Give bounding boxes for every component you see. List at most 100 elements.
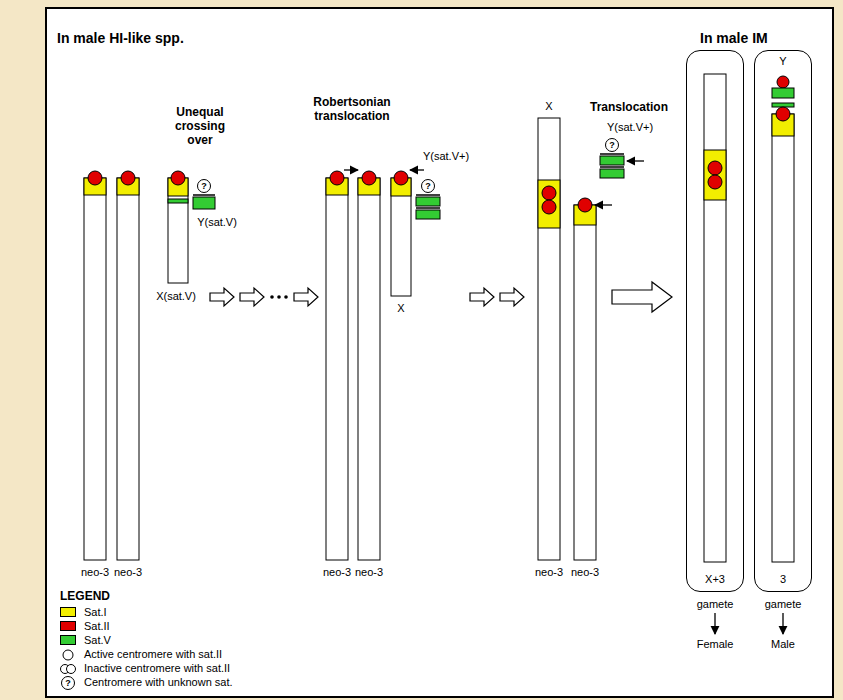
fused-chromosome — [704, 150, 726, 200]
symbol-mark: ? — [425, 180, 431, 192]
chromosome-label: neo-3 — [81, 566, 109, 579]
chromosome — [84, 178, 106, 560]
pointer-arrow — [344, 169, 358, 170]
y-chromosome — [193, 194, 215, 196]
heading-label: LEGEND — [60, 589, 110, 603]
chromosome-label: neo-3 — [535, 566, 563, 579]
y-chromosome — [606, 139, 619, 152]
legend-swatch — [60, 635, 76, 645]
legend-row: Active centromere with sat.II — [60, 648, 222, 661]
pointer-arrow — [595, 161, 644, 205]
y-chromosome — [772, 76, 794, 107]
frame — [46, 8, 833, 697]
chromosome-label: neo-3 — [323, 566, 351, 579]
chromosome — [121, 171, 135, 185]
chromosome-label: neo-3 — [571, 566, 599, 579]
chromosome-label: Y(sat.V+) — [607, 121, 653, 134]
legend-row: Sat.I — [60, 606, 107, 619]
legend-text: Sat.V — [84, 634, 111, 647]
legend-text: Sat.II — [84, 620, 110, 633]
x-chromosome — [171, 171, 185, 185]
chromosome — [326, 171, 348, 560]
hollow-arrow — [270, 295, 274, 299]
chromosome — [574, 205, 596, 560]
y-chromosome — [600, 169, 624, 178]
y-chromosome — [193, 197, 215, 209]
fused-chromosome — [542, 200, 556, 214]
x-chromosome — [391, 171, 411, 296]
chromosome — [362, 171, 376, 185]
chromosome — [578, 198, 592, 212]
y-chromosome — [777, 76, 789, 88]
y-chromosome — [416, 210, 440, 219]
legend-text: Sat.I — [84, 606, 107, 619]
fused-chromosome — [542, 186, 556, 200]
fused-chromosome — [538, 180, 560, 228]
symbol-mark: ? — [201, 180, 207, 192]
hollow-arrow — [500, 288, 524, 306]
chromosome — [358, 171, 380, 560]
fused-chromosome — [538, 118, 560, 560]
fused-chromosome — [704, 74, 726, 562]
legend-row: Sat.V — [60, 634, 111, 647]
chromosome — [358, 178, 380, 560]
y-chromosome — [772, 88, 794, 98]
chromosome — [330, 171, 344, 185]
chromosome-label: gamete — [765, 598, 802, 611]
y-chromosome — [416, 207, 440, 209]
fused-chromosome — [708, 161, 722, 175]
chromosome — [84, 171, 106, 560]
fused-chromosome — [538, 118, 560, 560]
chromosome-label: X+3 — [705, 573, 725, 586]
x-chromosome — [168, 178, 188, 283]
hollow-arrow — [284, 295, 288, 299]
chromosome-label: Female — [697, 638, 734, 651]
x-chromosome — [394, 171, 408, 185]
chromosome-label: Y — [779, 55, 786, 68]
chromosome-label: Male — [771, 638, 795, 651]
chromosome — [326, 178, 348, 560]
hollow-arrow — [210, 288, 234, 306]
chromosome-label: X — [545, 100, 552, 113]
x-chromosome — [391, 178, 411, 296]
x-chromosome — [168, 199, 188, 203]
chromosome-label: X — [397, 302, 404, 315]
heading-label: In male HI-like spp. — [57, 30, 184, 46]
chromosome-label: neo-3 — [355, 566, 383, 579]
pointer-arrow — [344, 170, 424, 171]
legend-symbol — [63, 650, 73, 660]
down-arrow — [715, 613, 783, 634]
hollow-arrow — [210, 288, 318, 306]
legend-row: Inactive centromere with sat.II — [60, 662, 230, 675]
legend-row: Sat.II — [60, 620, 110, 633]
hollow-arrow — [612, 282, 672, 312]
fused-chromosome — [708, 175, 722, 189]
hollow-arrow — [470, 288, 494, 306]
chromosome-label: gamete — [697, 598, 734, 611]
legend-text: Active centromere with sat.II — [84, 648, 222, 661]
chromosome — [772, 107, 794, 562]
y-chromosome — [600, 156, 624, 165]
legend-symbol — [67, 665, 76, 674]
legend-row: Centromere with unknown sat. — [60, 676, 233, 689]
pointer-arrow — [410, 169, 424, 170]
x-chromosome — [168, 171, 188, 283]
chromosome — [88, 171, 102, 185]
down-arrow — [714, 613, 715, 634]
chromosome-label: 3 — [780, 573, 786, 586]
y-chromosome — [416, 194, 440, 196]
y-chromosome — [416, 180, 440, 220]
y-chromosome — [193, 180, 215, 210]
chromosome-label: Y(sat.V) — [197, 216, 237, 229]
gamete-box: Y3 — [754, 50, 812, 592]
chromosome — [117, 178, 139, 560]
hollow-arrow — [470, 288, 524, 306]
chromosome — [772, 114, 794, 562]
legend-symbol — [61, 650, 76, 690]
y-chromosome — [772, 103, 794, 107]
heading-label: Robertsonian translocation — [302, 95, 402, 123]
hollow-arrow — [277, 295, 281, 299]
chromosome — [574, 198, 596, 560]
chromosome-label: X(sat.V) — [156, 290, 196, 303]
